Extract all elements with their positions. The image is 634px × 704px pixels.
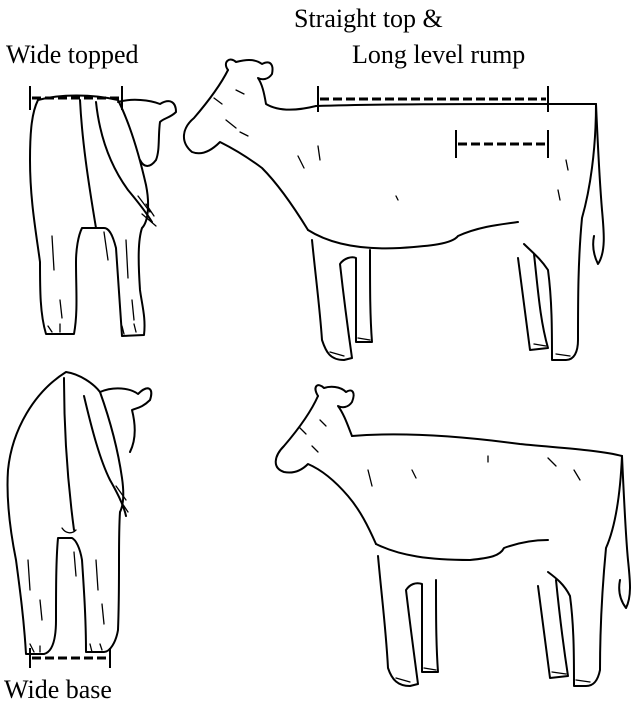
side-view-straight-top-cow bbox=[184, 60, 604, 360]
rear-view-wide-base-cow bbox=[7, 372, 151, 668]
side-view-cow bbox=[276, 385, 630, 686]
rear-view-wide-topped-cow bbox=[30, 86, 176, 336]
